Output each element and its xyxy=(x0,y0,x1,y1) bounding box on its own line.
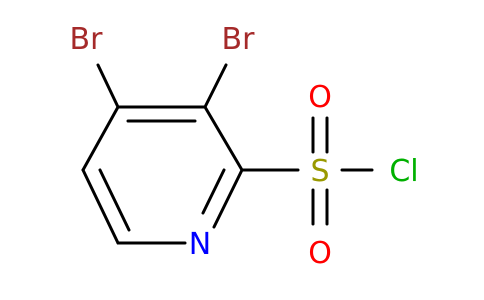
bond-c5-c6-inner xyxy=(98,168,131,232)
bond-n-c2 xyxy=(212,168,244,229)
bond-c4-c5 xyxy=(81,105,120,172)
atom-br-right: Br xyxy=(222,22,256,57)
bonds xyxy=(81,63,374,245)
atom-nitrogen: N xyxy=(189,227,211,262)
bond-c2-c3 xyxy=(203,105,244,172)
atom-labels: Br Br N S O O Cl xyxy=(70,22,419,271)
atom-br-left: Br xyxy=(70,22,104,57)
atom-sulfur: S xyxy=(310,154,329,189)
bond-c3-br xyxy=(203,63,228,109)
atom-oxygen-top: O xyxy=(308,80,332,115)
atom-oxygen-bottom: O xyxy=(308,236,332,271)
atom-chlorine: Cl xyxy=(389,154,418,189)
bond-n-c2-inner xyxy=(201,168,226,215)
bond-c4-br xyxy=(96,63,120,109)
bond-c5-c6 xyxy=(81,168,120,245)
